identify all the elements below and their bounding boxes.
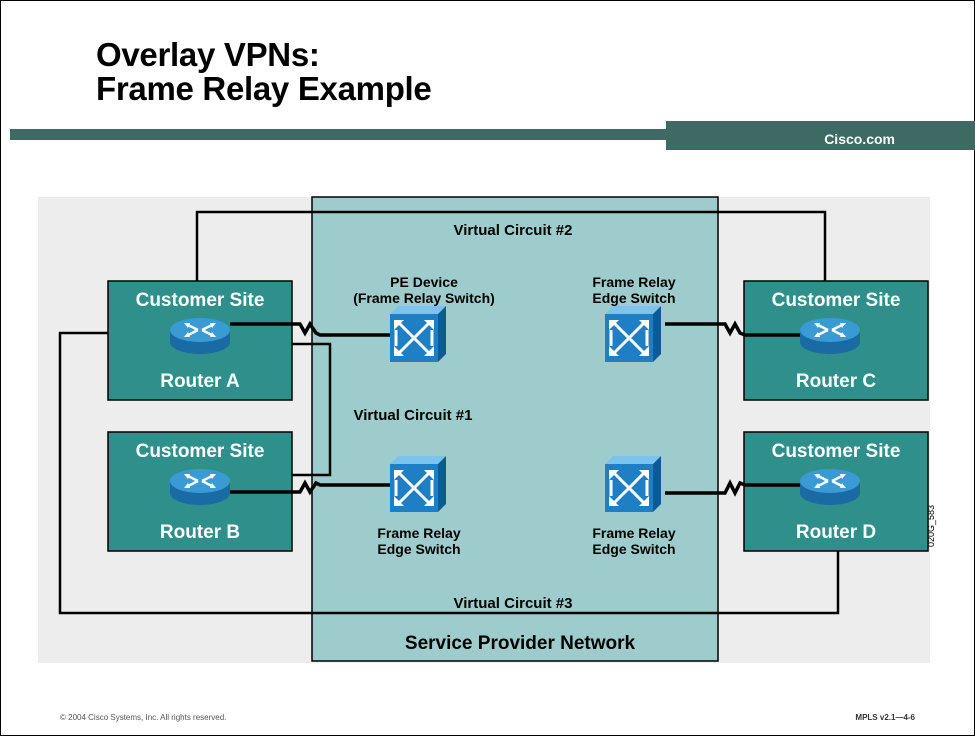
- cisco-brand: Cisco.com: [824, 131, 895, 147]
- edge-switch-c-label-1: Frame Relay: [592, 274, 675, 290]
- site-a-label: Customer Site: [136, 290, 265, 311]
- pe-device-label-2: (Frame Relay Switch): [353, 290, 495, 306]
- virtual-circuit-3-label: Virtual Circuit #3: [454, 595, 573, 612]
- course-footer: MPLS v2.1—4-6: [855, 713, 915, 722]
- pe-switch-icon: [388, 304, 448, 364]
- virtual-circuit-2-label: Virtual Circuit #2: [454, 222, 573, 239]
- virtual-circuit-1-label: Virtual Circuit #1: [354, 407, 473, 424]
- router-d-icon: [798, 467, 862, 507]
- edge-switch-b-label-1: Frame Relay: [377, 525, 460, 541]
- router-b-label: Router B: [160, 522, 240, 543]
- edge-switch-c-icon: [603, 304, 663, 364]
- access-link-c: [665, 320, 800, 337]
- pe-device-label-1: PE Device: [390, 274, 458, 290]
- virtual-circuit-3-path: [58, 331, 840, 615]
- title-line-1: Overlay VPNs:: [96, 36, 320, 73]
- edge-switch-b-label-2: Edge Switch: [377, 541, 460, 557]
- virtual-circuit-2-path: [195, 210, 827, 281]
- router-b-icon: [168, 467, 232, 507]
- service-provider-cloud: [311, 196, 719, 662]
- title-line-2: Frame Relay Example: [96, 70, 432, 107]
- site-d-label: Customer Site: [772, 441, 901, 462]
- access-link-d: [665, 479, 800, 497]
- edge-switch-d-label-2: Edge Switch: [592, 541, 675, 557]
- header-band: [10, 121, 975, 150]
- edge-switch-d-icon: [603, 454, 663, 514]
- access-link-b: [230, 479, 390, 496]
- edge-switch-c-label-2: Edge Switch: [592, 290, 675, 306]
- edge-switch-b-icon: [388, 454, 448, 514]
- site-c-label: Customer Site: [772, 290, 901, 311]
- router-c-label: Router C: [796, 371, 877, 392]
- edge-switch-d-label-1: Frame Relay: [592, 525, 675, 541]
- router-d-label: Router D: [796, 522, 876, 543]
- service-provider-label: Service Provider Network: [405, 633, 636, 654]
- access-link-a: [230, 320, 390, 337]
- copyright-footer: © 2004 Cisco Systems, Inc. All rights re…: [60, 713, 227, 722]
- site-b-label: Customer Site: [136, 441, 265, 462]
- router-c-icon: [798, 316, 862, 356]
- router-a-icon: [168, 316, 232, 356]
- slide-title: Overlay VPNs: Frame Relay Example: [96, 36, 432, 107]
- figure-id: 020G_583: [926, 504, 936, 547]
- router-a-label: Router A: [160, 371, 240, 392]
